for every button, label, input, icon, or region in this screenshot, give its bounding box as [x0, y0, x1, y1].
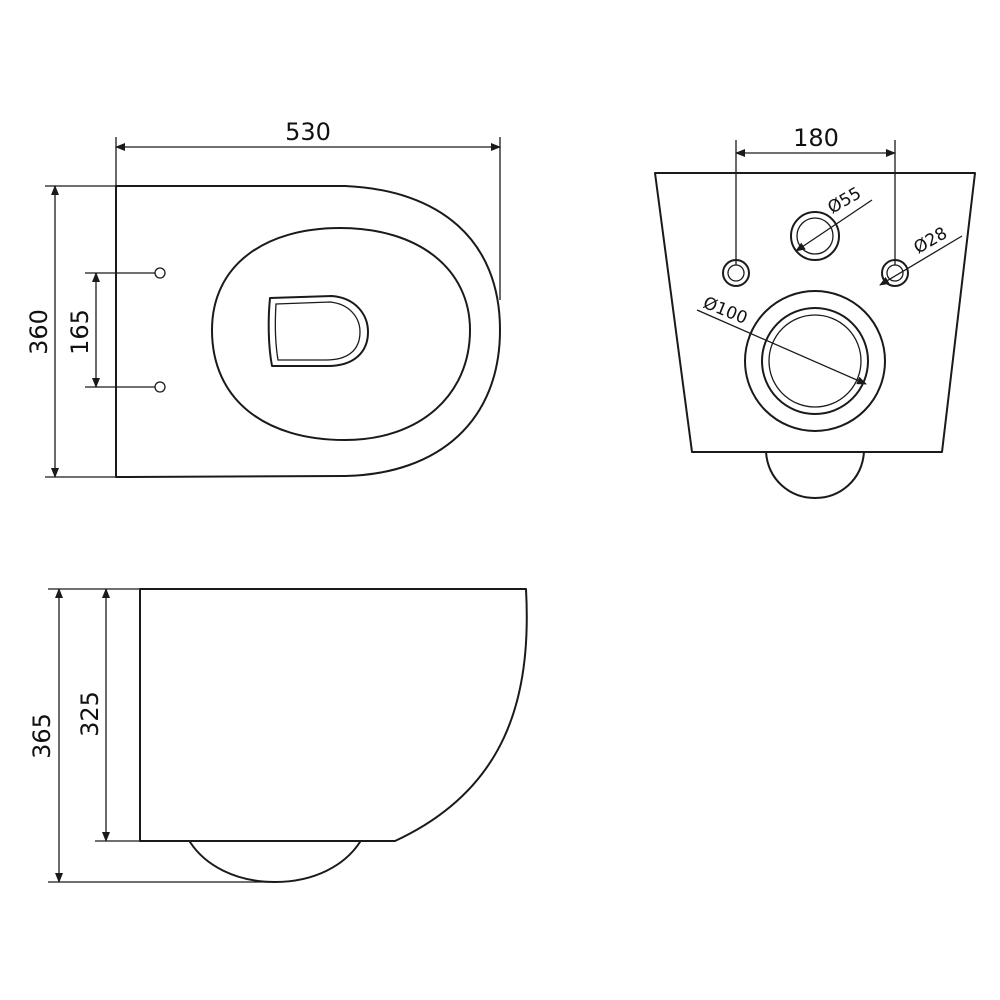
- width-dimension-label: 530: [285, 118, 331, 146]
- inlet-leader: [795, 199, 873, 252]
- water-inlet-inner: [796, 217, 834, 255]
- seat-hole-lower: [154, 381, 166, 393]
- side-view: 365 325: [28, 588, 528, 883]
- rear-view-outline: [654, 172, 976, 453]
- top-view-outline: [115, 185, 501, 478]
- side-view-outline: [139, 588, 528, 842]
- bolt-hole-leader: [879, 235, 963, 286]
- water-inlet-outer: [790, 211, 840, 261]
- side-bowl-bottom: [189, 841, 361, 883]
- total-height-dimension-label: 365: [28, 713, 56, 759]
- drain-opening: [267, 295, 369, 367]
- body-height-dimension-label: 325: [76, 691, 104, 737]
- drain-opening-inner: [274, 301, 361, 361]
- inlet-diameter-label: Ø55: [825, 184, 865, 219]
- outlet-inner-ring: [768, 314, 862, 408]
- rear-bowl-bottom: [765, 451, 865, 499]
- bolt-hole-left-outer: [722, 259, 750, 287]
- top-view: 530 360 165: [25, 118, 501, 478]
- seat-hole-upper: [154, 267, 166, 279]
- outlet-diameter-label: Ø100: [700, 293, 750, 329]
- bolt-hole-diameter-label: Ø28: [911, 224, 951, 259]
- bolt-hole-right-inner: [886, 264, 904, 282]
- outlet-outer-ring: [744, 290, 886, 432]
- bolt-hole-right-outer: [881, 259, 909, 287]
- bolt-hole-left-inner: [727, 264, 745, 282]
- hole-spacing-dimension-label: 165: [66, 309, 94, 355]
- bowl-rim: [211, 227, 471, 441]
- outlet-leader: [696, 309, 867, 385]
- depth-dimension-label: 360: [25, 309, 53, 355]
- outlet-middle-ring: [761, 307, 869, 415]
- bolt-spacing-dimension-label: 180: [793, 124, 839, 152]
- rear-view: 180 Ø55 Ø28 Ø100: [654, 124, 976, 499]
